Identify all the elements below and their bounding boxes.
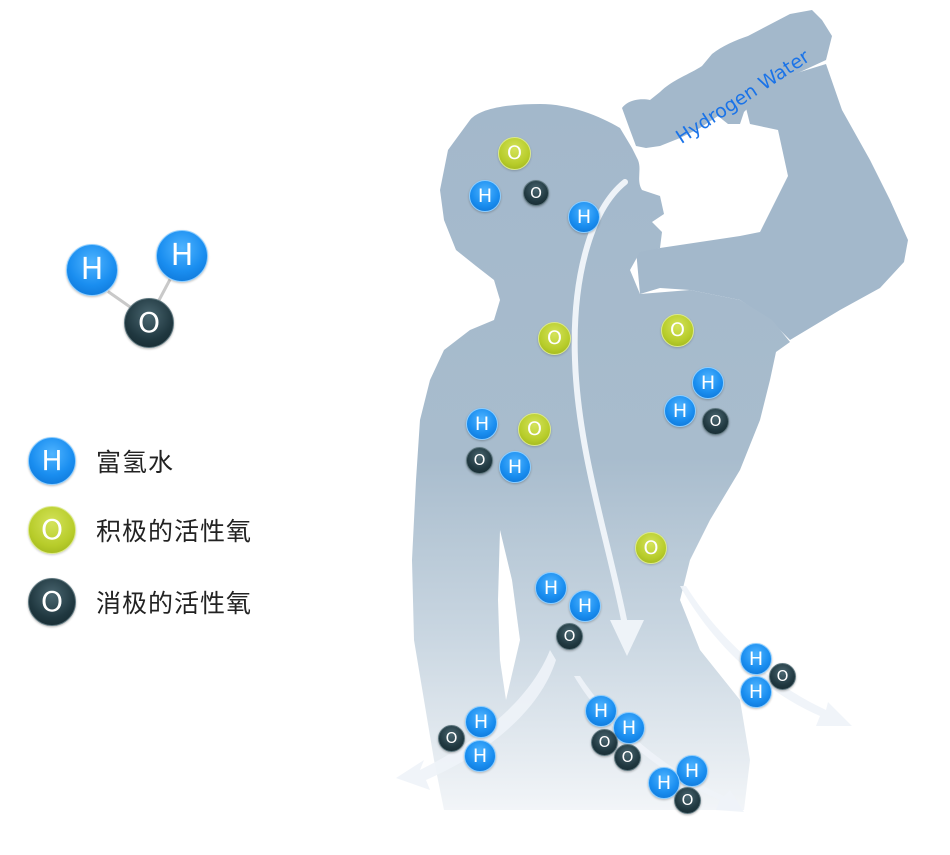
legend-label: 富氢水 <box>96 448 175 477</box>
negative-oxygen-atom: O <box>674 787 701 814</box>
legend-label: 消极的活性氧 <box>96 589 253 618</box>
negative-oxygen-atom: O <box>591 729 618 756</box>
hydrogen-atom: H <box>740 676 772 708</box>
oxygen-atom: O <box>124 298 174 348</box>
hydrogen-atom: H <box>469 180 501 212</box>
flow-arrow-right <box>680 586 852 726</box>
hydrogen-atom: H <box>740 643 772 675</box>
hydrogen-atom: H <box>613 712 645 744</box>
negative-oxygen-atom: O <box>556 623 583 650</box>
waist-gap <box>498 530 520 700</box>
hydrogen-atom: H <box>499 451 531 483</box>
flow-arrow-center <box>574 676 744 812</box>
negative-oxygen-atom: O <box>614 744 641 771</box>
flow-arrow-main-head <box>610 620 644 656</box>
hydrogen-atom: H <box>585 695 617 727</box>
negative-oxygen-atom: O <box>438 725 465 752</box>
hydrogen-atom: H <box>466 408 498 440</box>
positive-oxygen-atom: O <box>518 413 551 446</box>
hydrogen-atom: H <box>465 706 497 738</box>
flow-arrow-left <box>396 650 556 790</box>
legend-item-positive-oxygen: O 积极的活性氧 <box>28 506 252 554</box>
hydrogen-atom: H <box>66 244 118 296</box>
negative-oxygen-atom: O <box>466 447 493 474</box>
negative-oxygen-atom: O <box>702 408 729 435</box>
hydrogen-atom: H <box>569 590 601 622</box>
bottle-shape <box>622 10 832 148</box>
hydrogen-atom: H <box>676 755 708 787</box>
negative-oxygen-legend-icon: O <box>28 578 76 626</box>
negative-oxygen-atom: O <box>769 663 796 690</box>
legend-item-hydrogen-water: H 富氢水 <box>28 437 174 485</box>
hydrogen-atom: H <box>568 201 600 233</box>
positive-oxygen-atom: O <box>538 322 571 355</box>
hydrogen-atom: H <box>535 572 567 604</box>
hydrogen-legend-icon: H <box>28 437 76 485</box>
positive-oxygen-atom: O <box>635 532 667 564</box>
arm-shape <box>636 64 908 340</box>
negative-oxygen-atom: O <box>523 180 549 206</box>
hydrogen-atom: H <box>664 395 696 427</box>
positive-oxygen-legend-icon: O <box>28 506 76 554</box>
legend-label: 积极的活性氧 <box>96 517 253 546</box>
hydrogen-atom: H <box>464 740 496 772</box>
positive-oxygen-atom: O <box>661 314 694 347</box>
hydrogen-atom: H <box>692 367 724 399</box>
legend-item-negative-oxygen: O 消极的活性氧 <box>28 578 252 626</box>
hydrogen-atom: H <box>156 230 208 282</box>
hydrogen-atom: H <box>648 767 680 799</box>
positive-oxygen-atom: O <box>498 137 531 170</box>
